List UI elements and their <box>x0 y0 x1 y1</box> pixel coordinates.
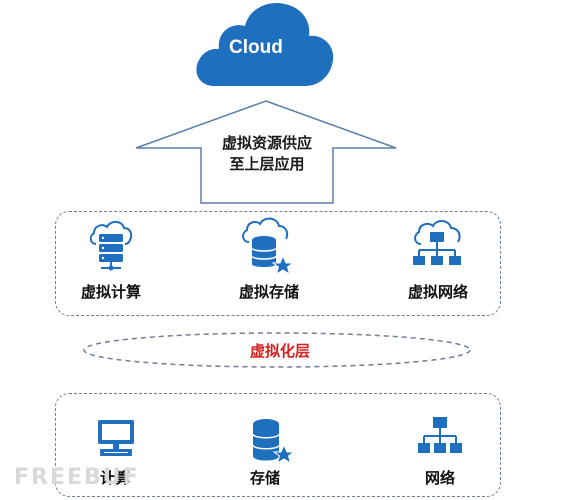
virtual-storage-label: 虚拟存储 <box>238 283 299 301</box>
computer-icon <box>98 420 134 456</box>
network-icon <box>418 417 462 453</box>
arrow-caption-line1: 虚拟资源供应 <box>221 134 312 152</box>
virtual-resources-group <box>55 211 501 316</box>
cloud-database-star-icon <box>242 217 295 276</box>
compute-label: 计算 <box>99 469 130 487</box>
watermark: FREEBUF <box>14 465 140 490</box>
cloud-label: Cloud <box>229 37 283 58</box>
storage-label: 存储 <box>249 469 280 487</box>
virtual-network-label: 虚拟网络 <box>407 283 468 301</box>
cloud-server-icon <box>89 220 133 271</box>
cloud-shape <box>196 2 334 87</box>
network-label: 网络 <box>424 469 455 487</box>
database-star-icon <box>252 419 296 465</box>
arrow-caption-line2: 至上层应用 <box>229 155 305 173</box>
cloud-network-icon <box>413 220 461 265</box>
virtual-compute-label: 虚拟计算 <box>80 283 141 301</box>
arrow-caption: 虚拟资源供应 至上层应用 <box>201 133 333 175</box>
virtualization-layer-label: 虚拟化层 <box>249 342 310 360</box>
physical-resources-group <box>55 393 501 497</box>
